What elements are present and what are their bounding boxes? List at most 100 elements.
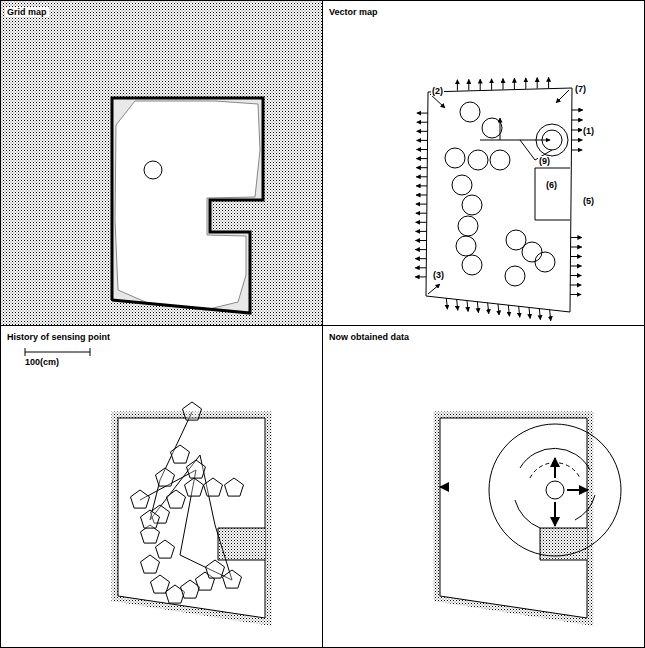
- sensing-point: [182, 402, 201, 420]
- callout-number: (6): [545, 180, 558, 190]
- normal-vector: [529, 308, 530, 319]
- landmark-circle: [462, 255, 482, 275]
- callout-number: (2): [431, 86, 444, 96]
- normal-vector: [415, 258, 426, 259]
- sensing-point: [155, 540, 174, 558]
- normal-vector: [514, 78, 515, 89]
- normal-vector: [572, 130, 583, 131]
- callout-number: (3): [432, 270, 445, 280]
- landmark-circle: [505, 266, 525, 286]
- landmark-circle: [458, 216, 478, 236]
- normal-vector: [570, 275, 581, 276]
- panel-title: Vector map: [327, 7, 380, 17]
- normal-vector: [417, 122, 428, 123]
- normal-vector: [416, 240, 427, 241]
- normal-vector: [548, 77, 549, 88]
- sensing-point: [170, 445, 189, 463]
- sensing-history: [25, 348, 268, 622]
- landmark-circle: [462, 195, 482, 215]
- panel-title: Grid map: [5, 7, 49, 17]
- scale-label: 100(cm): [24, 357, 60, 367]
- normal-vector: [457, 80, 458, 91]
- normal-vector: [572, 110, 583, 111]
- normal-vector: [416, 213, 427, 214]
- landmark-circle: [542, 130, 562, 150]
- normal-vector: [571, 237, 582, 238]
- normal-vector: [416, 176, 427, 177]
- callout-number: (1): [582, 126, 595, 136]
- landmark-circle: [535, 252, 555, 272]
- callout-number: (7): [574, 84, 587, 94]
- normal-vector: [416, 231, 427, 232]
- landmark-circle: [460, 102, 480, 122]
- normal-vector: [417, 113, 428, 114]
- normal-vector: [457, 299, 458, 310]
- sensing-point: [222, 570, 241, 588]
- normal-vector: [571, 140, 582, 141]
- normal-vector: [488, 303, 489, 314]
- landmark-circle: [482, 118, 502, 138]
- landmark-circle: [445, 148, 465, 168]
- landmark-circle: [522, 242, 542, 262]
- normal-vector: [571, 266, 582, 267]
- normal-vector: [503, 79, 504, 90]
- sensing-point: [155, 468, 174, 486]
- normal-vector: [416, 195, 427, 196]
- normal-vector: [570, 285, 581, 286]
- normal-vector: [539, 309, 540, 320]
- normal-vector: [525, 78, 526, 89]
- sensing-point: [184, 478, 203, 496]
- sensing-point: [140, 555, 159, 573]
- normal-vector: [477, 302, 478, 313]
- grid-map: [0, 0, 322, 325]
- normal-vector: [415, 267, 426, 268]
- normal-vector: [467, 301, 468, 312]
- sensing-point: [224, 478, 243, 496]
- normal-vector: [415, 276, 426, 277]
- normal-vector: [417, 140, 428, 141]
- normal-vector: [491, 79, 492, 90]
- normal-vector: [571, 256, 582, 257]
- landmark-circle: [490, 150, 510, 170]
- vector-map: [415, 77, 583, 321]
- normal-vector: [570, 294, 581, 295]
- normal-vector: [537, 78, 538, 89]
- panel-title: Now obtained data: [327, 332, 411, 342]
- figure-panel: Grid map: [0, 0, 323, 326]
- sensing-point: [186, 460, 205, 478]
- landmark-circle: [456, 236, 476, 256]
- normal-vector: [446, 298, 447, 309]
- figure-panel: History of sensing point: [0, 325, 323, 648]
- sensing-point: [140, 510, 159, 528]
- normal-vector: [415, 249, 426, 250]
- normal-vector: [550, 310, 551, 321]
- figure-panel: Vector map: [322, 0, 645, 326]
- panel-title: History of sensing point: [5, 332, 112, 342]
- landmark-circle: [452, 175, 472, 195]
- callout-number: (9): [538, 156, 551, 166]
- normal-vector: [519, 306, 520, 317]
- normal-vector: [416, 167, 427, 168]
- sensing-point: [130, 490, 149, 508]
- sensing-point: [166, 490, 185, 508]
- landmark-circle: [468, 150, 488, 170]
- callout-number: (5): [582, 196, 595, 206]
- figure-panel: Now obtained data: [322, 325, 645, 648]
- normal-vector: [498, 304, 499, 315]
- normal-vector: [416, 204, 427, 205]
- normal-vector: [417, 131, 428, 132]
- normal-vector: [416, 222, 427, 223]
- current-sensing: [437, 415, 621, 622]
- normal-vector: [508, 305, 509, 316]
- normal-vector: [468, 79, 469, 90]
- sensing-point: [205, 560, 224, 578]
- normal-vector: [571, 150, 582, 151]
- normal-vector: [417, 149, 428, 150]
- normal-vector: [416, 158, 427, 159]
- sensing-point: [150, 575, 169, 593]
- normal-vector: [571, 247, 582, 248]
- sensing-point: [203, 478, 222, 496]
- normal-vector: [480, 79, 481, 90]
- normal-vector: [416, 185, 427, 186]
- normal-vector: [572, 120, 583, 121]
